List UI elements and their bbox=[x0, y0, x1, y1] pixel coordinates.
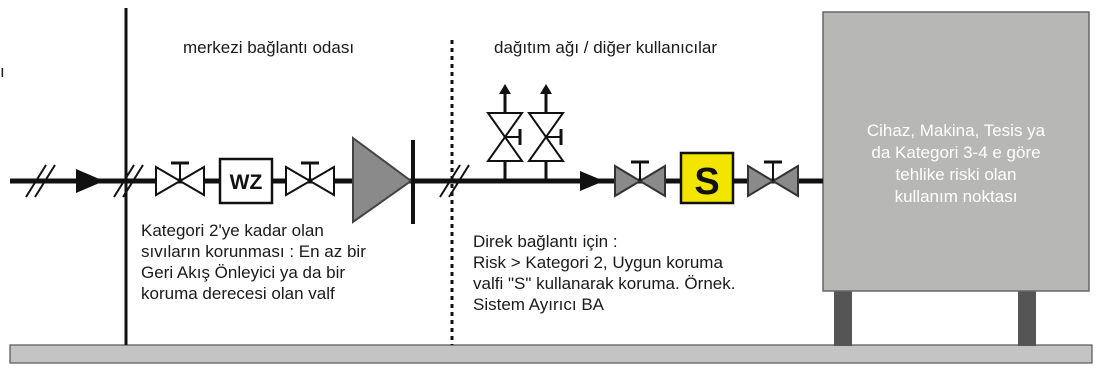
device-leg-right bbox=[1018, 290, 1036, 346]
pipe-break-mark-separator bbox=[439, 164, 470, 198]
shutoff-valve-1 bbox=[155, 161, 205, 197]
zone-title-distribution: dağıtım ağı / diğer kullanıcılar bbox=[494, 38, 718, 57]
backflow-preventer bbox=[352, 136, 415, 224]
protection-valve-box bbox=[679, 151, 735, 205]
pipe-break-mark-left bbox=[25, 164, 56, 198]
branch-outlet-2 bbox=[527, 84, 565, 181]
edge-fragment-text: ı bbox=[0, 62, 5, 81]
device-leg-left bbox=[834, 290, 852, 346]
pipe-break-mark-wall bbox=[113, 164, 144, 198]
protection-valve-label: S bbox=[694, 161, 719, 203]
branch-outlet-1 bbox=[486, 84, 524, 181]
zone-title-central-room: merkezi bağlantı odası bbox=[183, 38, 355, 57]
shutoff-valve-4 bbox=[747, 160, 799, 198]
floor-slab bbox=[9, 344, 1093, 364]
water-meter-label: WZ bbox=[230, 171, 263, 194]
flow-arrow-icon bbox=[580, 171, 604, 191]
water-meter-box bbox=[218, 157, 274, 205]
device-usage-point bbox=[822, 11, 1090, 292]
shutoff-valve-2 bbox=[285, 161, 335, 197]
note-category2-protection: Kategori 2'ye kadar olan sıvıların korun… bbox=[141, 221, 366, 303]
device-description: Cihaz, Makina, Tesis ya da Kategori 3-4 … bbox=[866, 121, 1046, 206]
flow-arrow-icon bbox=[76, 169, 104, 193]
note-direct-connection: Direk bağlantı için : Risk > Kategori 2,… bbox=[473, 232, 736, 314]
shutoff-valve-3 bbox=[614, 160, 666, 198]
